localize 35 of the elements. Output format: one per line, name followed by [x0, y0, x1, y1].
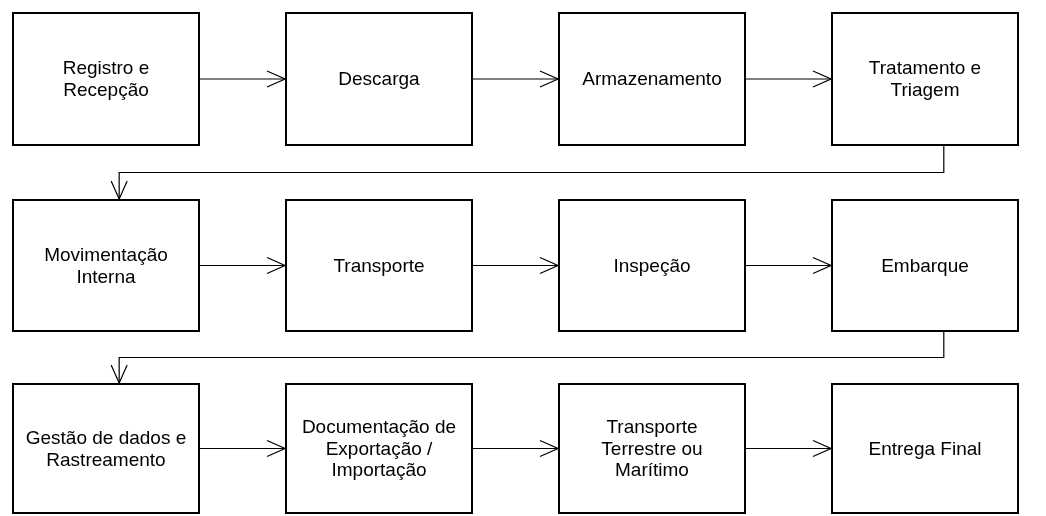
- step-label: Entrega Final: [868, 437, 982, 460]
- step-label: Descarga: [338, 68, 420, 90]
- step-label: Registro e Recepção: [61, 57, 151, 101]
- process-box: [831, 199, 1019, 332]
- arrow: [199, 70, 286, 88]
- process-box: [558, 12, 746, 146]
- arrow: [745, 70, 832, 88]
- process-box: [285, 199, 473, 332]
- arrow: [745, 256, 832, 275]
- step-label: Armazenamento: [582, 68, 722, 90]
- process-box: [831, 12, 1019, 146]
- process-box: [12, 383, 200, 514]
- arrow: [199, 256, 286, 275]
- step-label: Transporte Terrestre ou Marítimo: [600, 415, 704, 482]
- process-box: [558, 199, 746, 332]
- process-box: [831, 383, 1019, 514]
- step-label: Movimentação Interna: [43, 243, 169, 288]
- step-label: Embarque: [881, 254, 969, 277]
- arrow: [199, 439, 286, 458]
- process-box: [558, 383, 746, 514]
- process-box: [12, 12, 200, 146]
- process-box: [285, 12, 473, 146]
- arrow: [472, 70, 559, 88]
- process-box: [12, 199, 200, 332]
- step-label: Documentação de Exportação / Importação: [300, 415, 458, 482]
- step-label: Gestão de dados e Rastreamento: [24, 426, 188, 471]
- step-label: Inspeção: [613, 254, 691, 277]
- arrow: [472, 439, 559, 458]
- process-box: [285, 383, 473, 514]
- arrow: [745, 439, 832, 458]
- arrow: [110, 331, 945, 384]
- step-label: Transporte: [333, 254, 425, 277]
- step-label: Tratamento e Triagem: [867, 57, 983, 101]
- arrow: [110, 145, 945, 200]
- arrow: [472, 256, 559, 275]
